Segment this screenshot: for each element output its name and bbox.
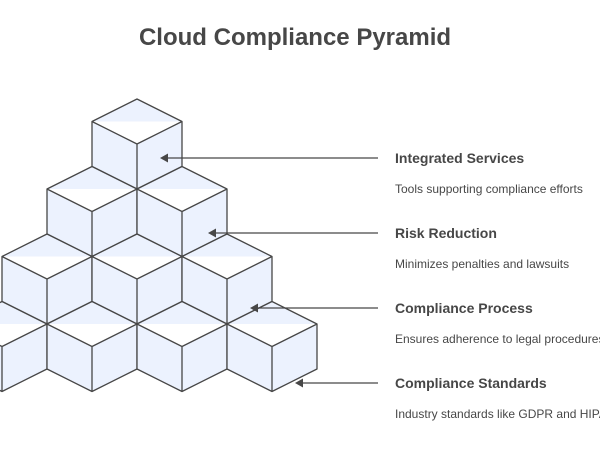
cube-row4-4: [226, 300, 318, 393]
diagram-title: Cloud Compliance Pyramid: [138, 24, 452, 51]
level-label-integrated-services: Integrated Services: [395, 150, 525, 166]
cube-row2-2: [136, 165, 228, 258]
level-label-compliance-standards: Compliance Standards: [395, 375, 547, 391]
level-description-integrated-services: Tools supporting compliance efforts: [395, 182, 583, 196]
level-description-risk-reduction: Minimizes penalties and lawsuits: [395, 257, 570, 271]
level-description-compliance-process: Ensures adherence to legal procedures: [395, 332, 600, 346]
cube-row4-2: [46, 300, 138, 393]
cube-row3-3: [181, 233, 273, 325]
arrowhead-icon: [295, 378, 303, 388]
cube-row3-2: [91, 233, 183, 325]
arrowhead-icon: [208, 228, 216, 238]
cube-row4-3: [136, 300, 228, 393]
level-label-compliance-process: Compliance Process: [395, 300, 533, 316]
level-description-compliance-standards: Industry standards like GDPR and HIPAA: [395, 407, 600, 421]
cube-row3-1: [1, 233, 93, 325]
level-label-risk-reduction: Risk Reduction: [395, 225, 497, 241]
arrowhead-icon: [160, 153, 168, 163]
arrowhead-icon: [250, 303, 258, 313]
